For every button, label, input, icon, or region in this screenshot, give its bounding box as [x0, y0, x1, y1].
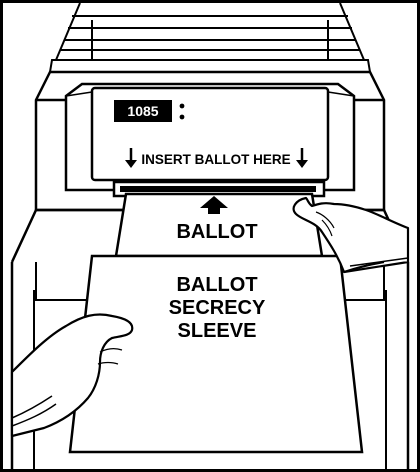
ballot-label: BALLOT — [176, 221, 257, 243]
sleeve-label-line3: SLEEVE — [178, 320, 257, 342]
display-panel — [66, 84, 354, 190]
insert-ballot-instruction: INSERT BALLOT HERE — [141, 152, 290, 167]
status-dot-upper — [180, 104, 185, 109]
sleeve-label-line1: BALLOT — [176, 274, 257, 296]
ballot-counter-value: 1085 — [127, 103, 158, 119]
up-arrow-stem — [208, 207, 220, 214]
sleeve-label-line2: SECRECY — [169, 297, 266, 319]
ballot-slot-opening — [120, 186, 316, 192]
status-dot-lower — [180, 115, 185, 120]
